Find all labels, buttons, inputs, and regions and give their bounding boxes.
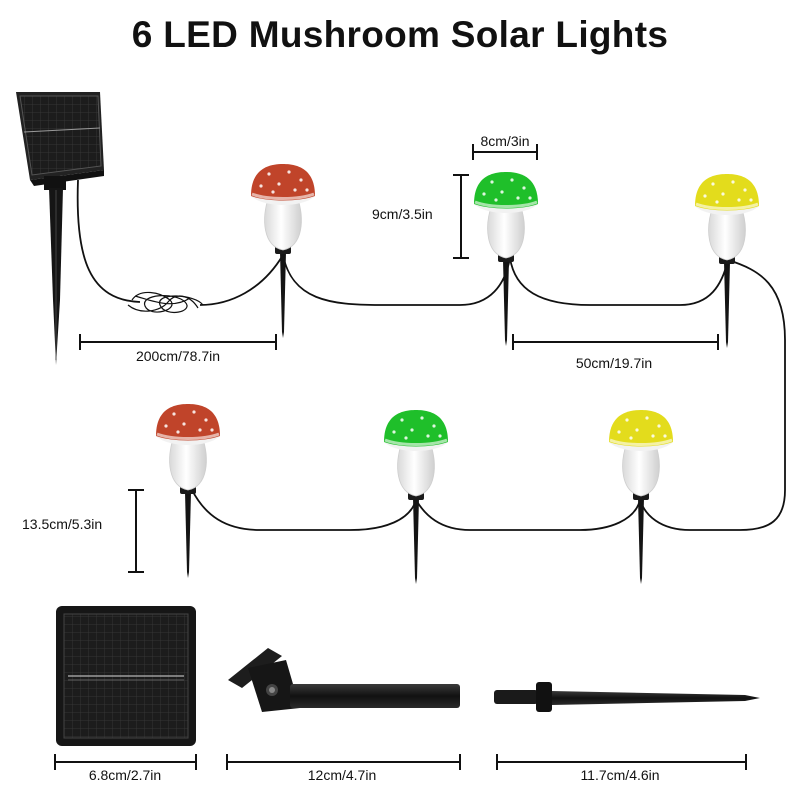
cap-width-label: 8cm/3in <box>480 133 530 149</box>
mushroom-light-green <box>474 172 538 346</box>
mushroom-light-green <box>384 410 448 584</box>
page-title: 6 LED Mushroom Solar Lights <box>131 14 669 55</box>
solar-panel-detail <box>56 606 196 746</box>
mushroom-height-label: 9cm/3.5in <box>372 206 433 222</box>
cable <box>76 179 786 531</box>
mushroom-cap <box>251 164 315 201</box>
cable-length-label: 200cm/78.7in <box>135 348 221 364</box>
mushroom-light-red <box>251 164 315 338</box>
mushroom-light-yellow <box>609 410 673 584</box>
light-stake-detail <box>494 682 760 712</box>
mushroom-cap <box>384 410 448 447</box>
cable-coil <box>127 291 204 313</box>
mushroom-cap <box>609 410 673 447</box>
stake-height-label: 13.5cm/5.3in <box>22 516 103 532</box>
panel-stake-detail <box>228 648 460 712</box>
mushroom-light-yellow <box>695 174 759 348</box>
mushroom-cap <box>695 174 759 211</box>
dimension-lines <box>54 144 747 770</box>
solar-panel-top <box>16 92 104 365</box>
mushroom-lights <box>156 164 759 584</box>
mushroom-light-red <box>156 404 220 578</box>
panel-stake-length-label: 12cm/4.7in <box>307 767 377 783</box>
panel-size-label: 6.8cm/2.7in <box>88 767 162 783</box>
spacing-label: 50cm/19.7in <box>575 355 653 371</box>
mushroom-cap <box>474 172 538 209</box>
mushroom-cap <box>156 404 220 441</box>
light-stake-length-label: 11.7cm/4.6in <box>580 767 660 783</box>
